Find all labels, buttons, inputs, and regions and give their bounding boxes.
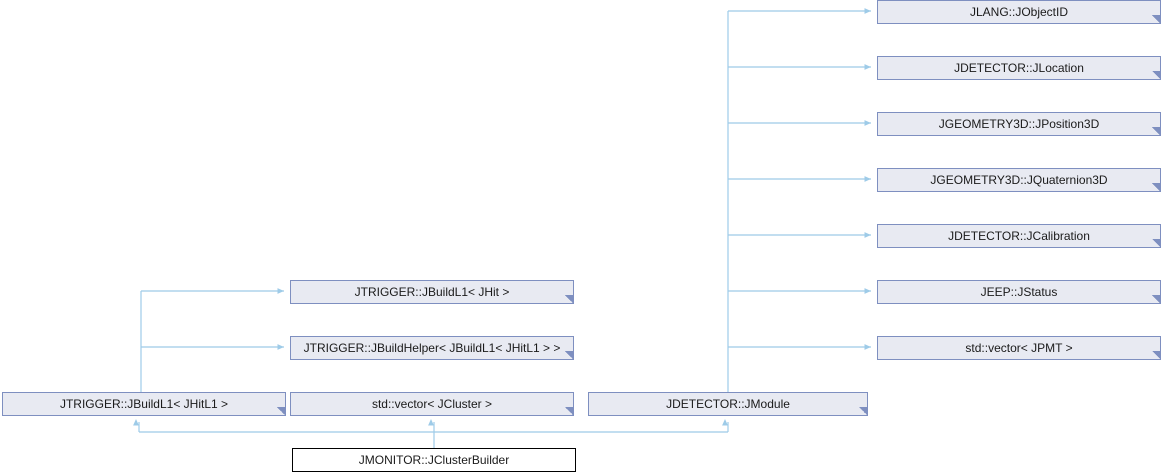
edges-jclusterbuilder-parents [133,419,729,448]
class-node-jbuildl1jhit[interactable]: JTRIGGER::JBuildL1< JHit > [290,280,574,304]
page-fold-corner-icon [1152,351,1160,359]
class-node-label: JDETECTOR::JLocation [954,61,1084,75]
class-node-jposition3d[interactable]: JGEOMETRY3D::JPosition3D [877,112,1161,136]
class-node-label: JDETECTOR::JModule [666,397,790,411]
page-fold-corner-icon [1152,71,1160,79]
class-node-jquaternion3d[interactable]: JGEOMETRY3D::JQuaternion3D [877,168,1161,192]
page-fold-corner-icon [565,351,573,359]
class-node-label: JGEOMETRY3D::JPosition3D [938,117,1100,131]
page-fold-corner-icon [859,407,867,415]
page-fold-corner-icon [1152,239,1160,247]
class-node-jmodule[interactable]: JDETECTOR::JModule [588,392,868,416]
edges-jmodule-parents [727,8,871,392]
class-node-label: JTRIGGER::JBuildL1< JHit > [354,285,510,299]
class-node-label: JEEP::JStatus [980,285,1058,299]
class-node-label: JMONITOR::JClusterBuilder [358,453,510,467]
class-node-jbuildl1jhitl1[interactable]: JTRIGGER::JBuildL1< JHitL1 > [2,392,286,416]
page-fold-corner-icon [1152,127,1160,135]
class-node-label: std::vector< JPMT > [965,341,1073,355]
class-node-jclusterbuilder[interactable]: JMONITOR::JClusterBuilder [292,448,576,472]
page-fold-corner-icon [565,407,573,415]
page-fold-corner-icon [565,295,573,303]
class-node-label: JTRIGGER::JBuildHelper< JBuildL1< JHitL1… [303,341,561,355]
class-node-jlocation[interactable]: JDETECTOR::JLocation [877,56,1161,80]
class-node-label: std::vector< JCluster > [371,397,493,411]
edges-jbuildl1-parents [140,288,284,392]
page-fold-corner-icon [1152,15,1160,23]
page-fold-corner-icon [1152,295,1160,303]
page-fold-corner-icon [1152,183,1160,191]
class-node-vectorjpmt[interactable]: std::vector< JPMT > [877,336,1161,360]
class-node-vectorjcluster[interactable]: std::vector< JCluster > [290,392,574,416]
class-node-jobjectid[interactable]: JLANG::JObjectID [877,0,1161,24]
class-node-jbuildhelper[interactable]: JTRIGGER::JBuildHelper< JBuildL1< JHitL1… [290,336,574,360]
class-node-label: JDETECTOR::JCalibration [948,229,1090,243]
class-node-label: JGEOMETRY3D::JQuaternion3D [930,173,1108,187]
class-node-jstatus[interactable]: JEEP::JStatus [877,280,1161,304]
class-node-jcalibration[interactable]: JDETECTOR::JCalibration [877,224,1161,248]
class-node-label: JLANG::JObjectID [969,5,1069,19]
class-node-label: JTRIGGER::JBuildL1< JHitL1 > [59,397,229,411]
page-fold-corner-icon [277,407,285,415]
